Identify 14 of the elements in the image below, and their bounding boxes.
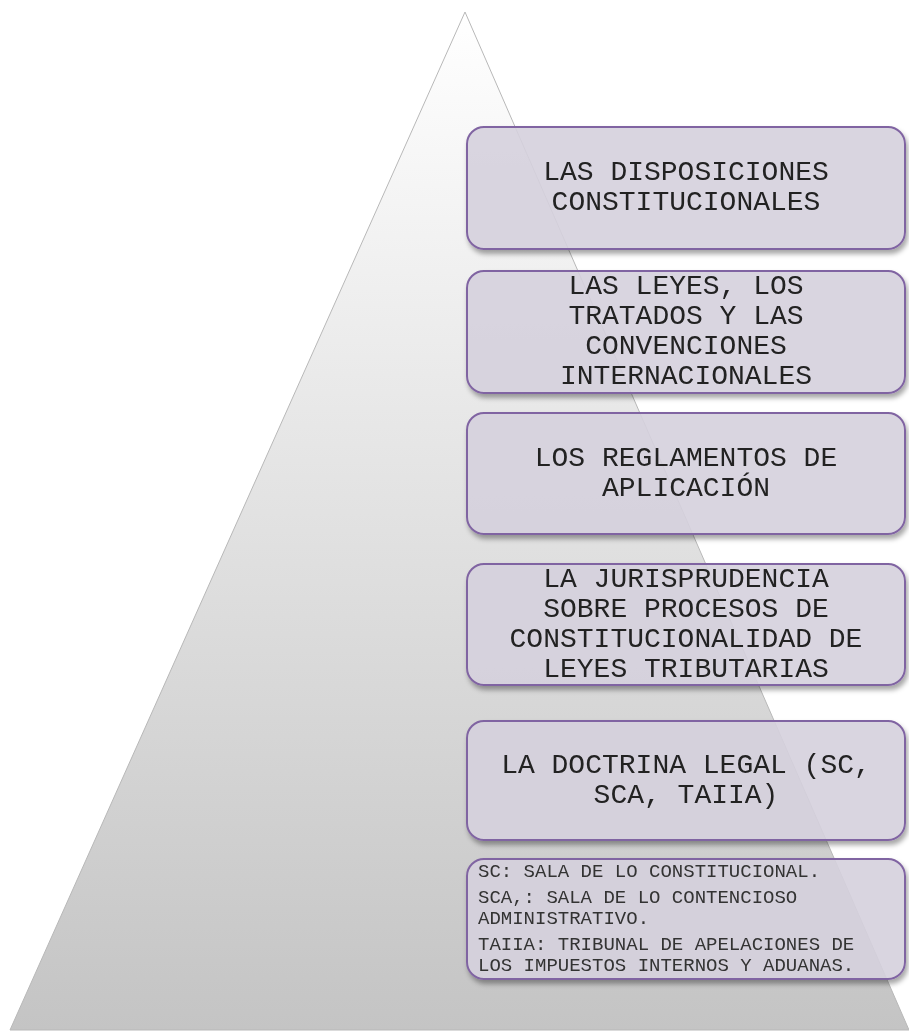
note-text: SC: SALA DE LO CONSTITUCIONAL. [478, 862, 821, 883]
level-box [466, 563, 906, 686]
level-box [466, 720, 906, 841]
note-text: TAIIA: TRIBUNAL DE APELACIONES DE LOS IMPUESTOS INTERNOS Y ADUANAS. [478, 935, 856, 977]
level-text: LAS DISPOSICIONES CONSTITUCIONALES [542, 158, 830, 218]
level-text: LAS LEYES, LOS TRATADOS Y LAS CONVENCIONES INTERNACIONALES [558, 272, 813, 392]
level-text: LA JURISPRUDENCIA SOBRE PROCESOS DE CONSTITUCIONALIDAD DE LEYES TRIBUTARIAS [508, 564, 864, 685]
level-box [466, 270, 906, 394]
level-box [466, 126, 906, 250]
note-text: SCA,: SALA DE LO CONTENCIOSO ADMINISTRATIVO. [478, 888, 799, 930]
note-box [466, 858, 906, 980]
level-box [466, 412, 906, 535]
level-text: LOS REGLAMENTOS DE APLICACIÓN [533, 443, 839, 504]
level-text: LA DOCTRINA LEGAL (SC, SCA, TAIIA) [500, 750, 872, 811]
